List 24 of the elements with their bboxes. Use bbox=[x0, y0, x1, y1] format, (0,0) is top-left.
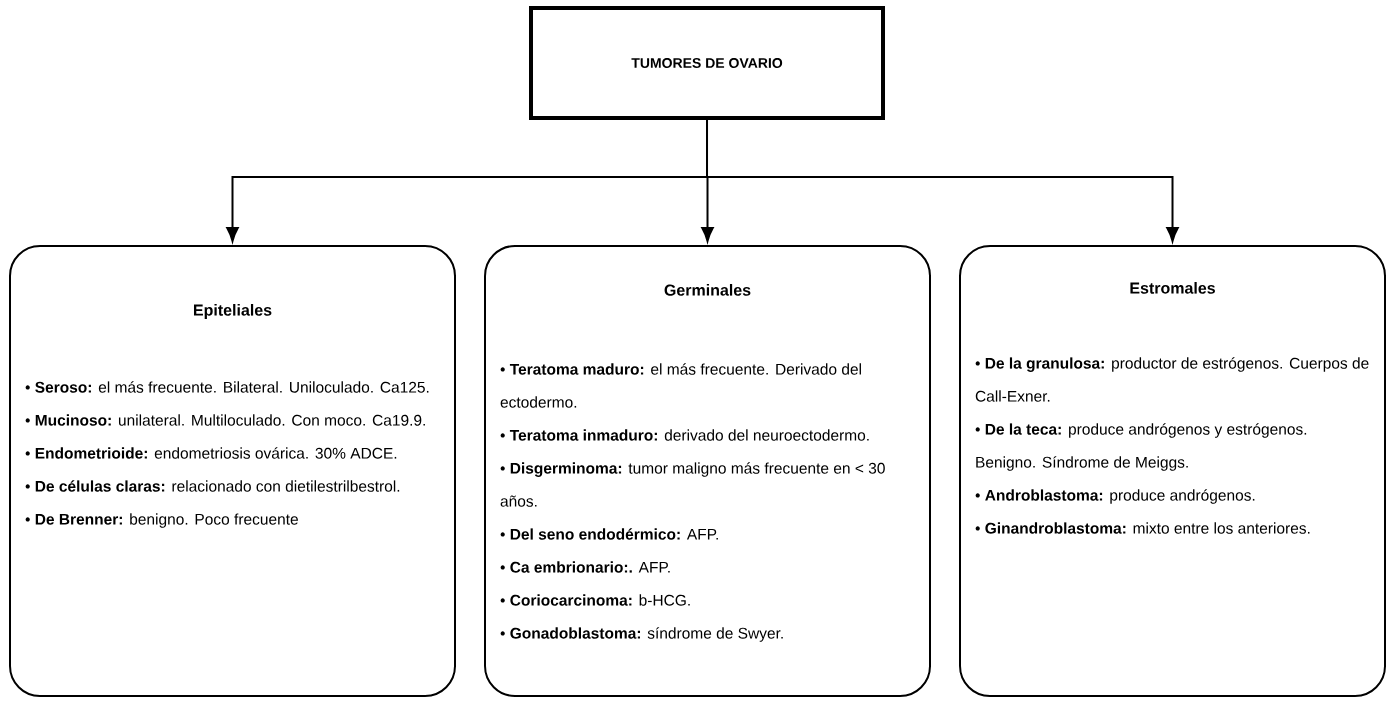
box-heading: Estromales bbox=[1130, 282, 1215, 294]
category-box bbox=[959, 245, 1386, 697]
list-item: • Ca embrionario:. AFP. bbox=[500, 561, 670, 573]
list-item: • Androblastoma: produce andrógenos. bbox=[975, 489, 1255, 504]
list-item: • Del seno endodérmico: AFP. bbox=[500, 528, 718, 540]
list-item: • Disgerminoma: tumor maligno más frecuente en < 30 años. bbox=[500, 462, 885, 507]
box-heading: Germinales bbox=[664, 284, 751, 296]
box-heading: Epiteliales bbox=[194, 304, 272, 319]
list-item: • De células claras: relacionado con dietilestrilbestrol. bbox=[25, 480, 400, 492]
category-box bbox=[484, 245, 931, 697]
list-item: • Endometrioide: endometriosis ovárica. 30% ADCE. bbox=[25, 447, 397, 459]
list-item: • Coriocarcinoma: b-HCG. bbox=[500, 594, 690, 606]
title-text: TUMORES DE OVARIO bbox=[631, 58, 783, 68]
list-item: • Teratoma maduro: el más frecuente. Derivado del ectodermo. bbox=[500, 363, 861, 408]
list-item: • De la granulosa: productor de estrógenos. Cuerpos de Call-Exner. bbox=[975, 357, 1369, 402]
list-item: • Mucinoso: unilateral. Multiloculado. Con moco. Ca19.9. bbox=[25, 414, 425, 426]
list-item: • Ginandroblastoma: mixto entre los anteriores. bbox=[975, 522, 1310, 534]
category-box bbox=[9, 245, 456, 697]
list-item: • Teratoma inmaduro: derivado del neuroectodermo. bbox=[500, 429, 869, 441]
list-item: • Gonadoblastoma: síndrome de Swyer. bbox=[500, 627, 783, 642]
list-item: • Seroso: el más frecuente. Bilateral. Uniloculado. Ca125. bbox=[25, 381, 429, 393]
list-item: • De Brenner: benigno. Poco frecuente bbox=[25, 513, 298, 528]
title-box bbox=[529, 6, 885, 120]
list-item: • De la teca: produce andrógenos y estrógenos. Benigno. Síndrome de Meiggs. bbox=[975, 423, 1307, 471]
